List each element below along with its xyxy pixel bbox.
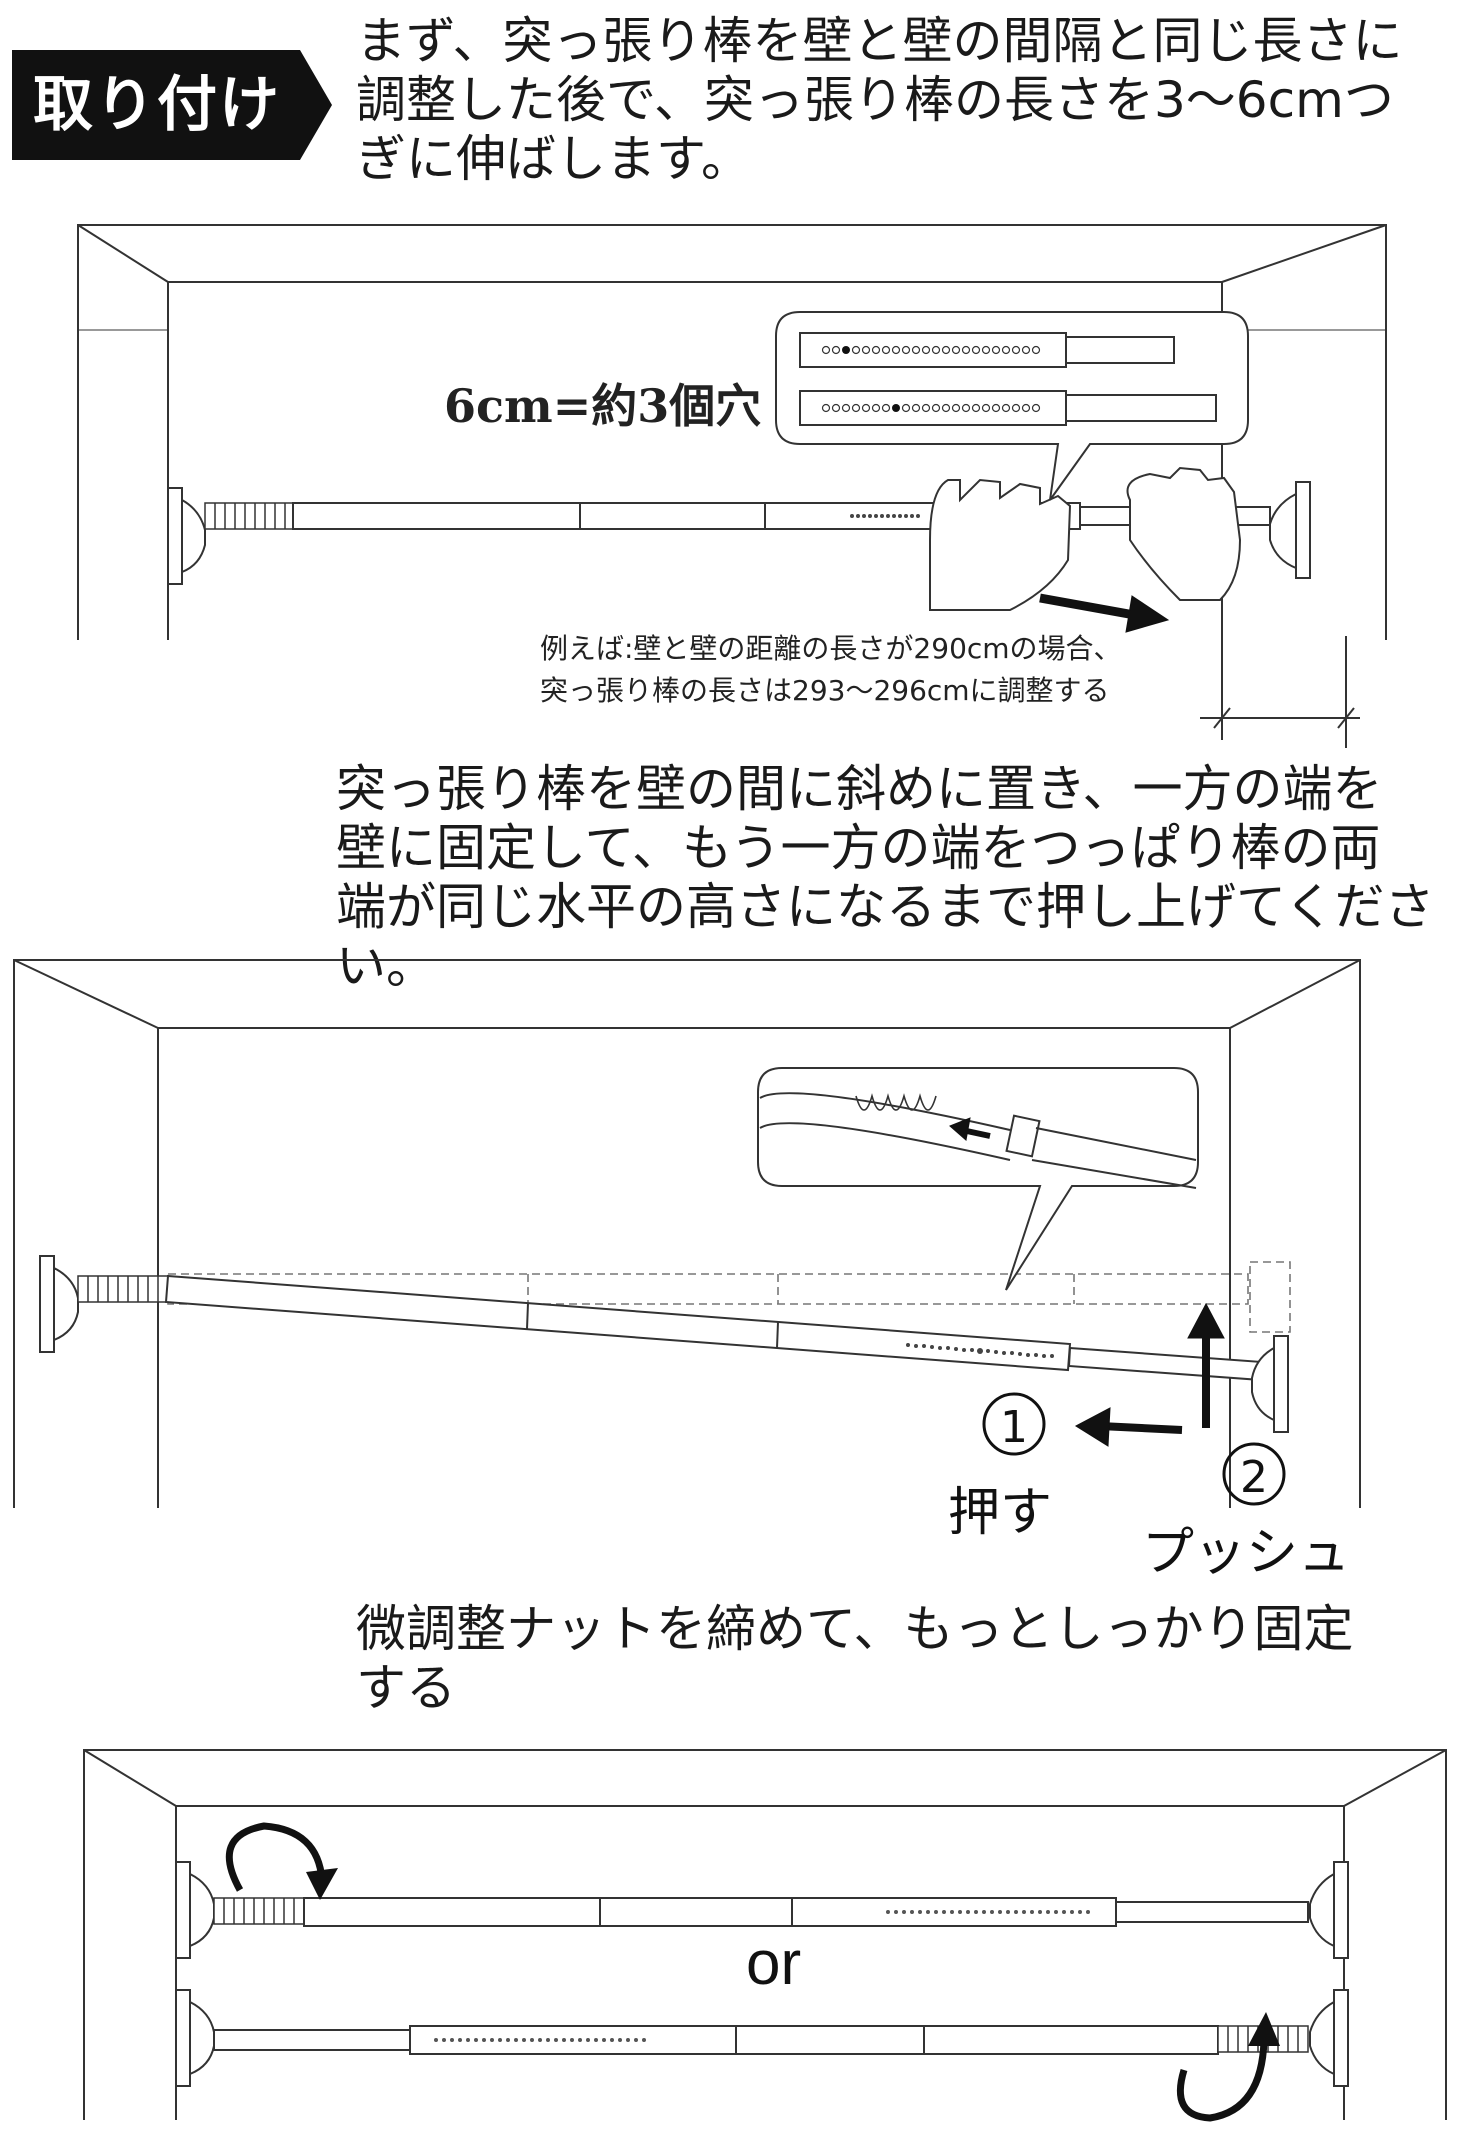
left-nut xyxy=(77,1275,169,1303)
rod-a-holes xyxy=(886,1910,1090,1914)
rotate-arrowhead-b xyxy=(1248,2012,1280,2046)
rotate-arrow-a xyxy=(225,1822,326,1892)
measure-line: 突っ張り棒の長さは293〜296cmに調整する xyxy=(540,674,1110,707)
rod-holes xyxy=(850,514,920,518)
intro-line: まず、突っ張り棒を壁と壁の間隔と同じ長さに xyxy=(356,12,1403,70)
step-circle-1 xyxy=(982,1392,1046,1456)
right-end-cap xyxy=(1269,481,1311,579)
back-wall xyxy=(157,1027,1231,1508)
spring-arrow xyxy=(949,1117,991,1141)
push-up-arrow xyxy=(1187,1302,1225,1428)
right-end-cap xyxy=(1251,1335,1289,1433)
room-outline xyxy=(77,224,1387,640)
step2-line: 端が同じ水平の高さになるまで押し上げてください。 xyxy=(336,878,1435,995)
left-end-cap-a xyxy=(175,1861,215,1959)
badge-shape xyxy=(12,50,332,160)
callout-holes xyxy=(821,345,1041,413)
hand-left xyxy=(929,478,1072,611)
right-end-cap-a xyxy=(1309,1861,1349,1959)
step2-text: 突っ張り棒を壁の間に斜めに置き、一方の端を 壁に固定して、もう一方の端をつっぱり… xyxy=(336,760,1446,996)
intro-line: ぎに伸ばします。 xyxy=(356,130,751,188)
badge-title: 取り付け xyxy=(33,70,281,140)
intro-text: まず、突っ張り棒を壁と壁の間隔と同じ長さに 調整した後で、突っ張り棒の長さを3〜… xyxy=(356,12,1446,189)
zoom-callout xyxy=(775,311,1249,501)
rod-b-holes xyxy=(434,2038,646,2042)
step2-line: 突っ張り棒を壁の間に斜めに置き、一方の端を xyxy=(336,760,1383,818)
figure-1-diagram xyxy=(77,224,1387,748)
step3-text: 微調整ナットを締めて、もっとしっかり固定する xyxy=(356,1600,1354,1717)
tension-rod-b xyxy=(213,2025,1219,2055)
spring-callout xyxy=(757,1067,1199,1291)
measure-line: 例えば:壁と壁の距離の長さが290cmの場合、 xyxy=(540,632,1122,665)
room-outline xyxy=(83,1749,1447,2120)
callout-marked-holes xyxy=(842,346,900,412)
left-end-cap xyxy=(39,1255,79,1353)
rod-holes xyxy=(906,1343,1054,1358)
figure-2-diagram: 1 2 xyxy=(13,959,1361,1508)
holes-note: 6cm=約3個穴 xyxy=(444,379,762,433)
back-wall xyxy=(167,281,1223,640)
left-end-cap xyxy=(167,487,206,585)
step-number-2: 2 xyxy=(1240,1452,1268,1503)
extend-arrow xyxy=(1039,593,1170,633)
tension-rod-a xyxy=(303,1897,1309,1927)
rotate-arrowhead-a xyxy=(306,1868,338,1900)
measure-note: 例えば:壁と壁の距離の長さが290cmの場合、 突っ張り棒の長さは293〜296… xyxy=(540,628,1122,712)
push-label-2: プッシュ xyxy=(1142,1523,1351,1583)
measure-lines xyxy=(1200,636,1360,748)
push-left-arrow xyxy=(1074,1407,1183,1447)
spring-detail xyxy=(759,1092,1197,1189)
nut-a xyxy=(213,1897,305,1925)
or-label: or xyxy=(746,1929,802,1998)
hand-right xyxy=(1126,466,1242,601)
right-end-cap-b xyxy=(1309,1989,1349,2087)
room-outline xyxy=(13,959,1361,1508)
push-label-1: 押す xyxy=(948,1483,1053,1543)
back-wall xyxy=(175,1805,1345,2120)
intro-line: 調整した後で、突っ張り棒の長さを3〜6cmつ xyxy=(356,71,1394,129)
step2-line: 壁に固定して、もう一方の端をつっぱり棒の両 xyxy=(336,819,1381,877)
step-circle-2 xyxy=(1222,1442,1286,1506)
tension-rod-slanted xyxy=(164,1274,1264,1382)
rotate-arrow-b xyxy=(1176,2039,1268,2122)
step-number-1: 1 xyxy=(1000,1402,1028,1453)
left-end-cap-b xyxy=(175,1989,215,2087)
